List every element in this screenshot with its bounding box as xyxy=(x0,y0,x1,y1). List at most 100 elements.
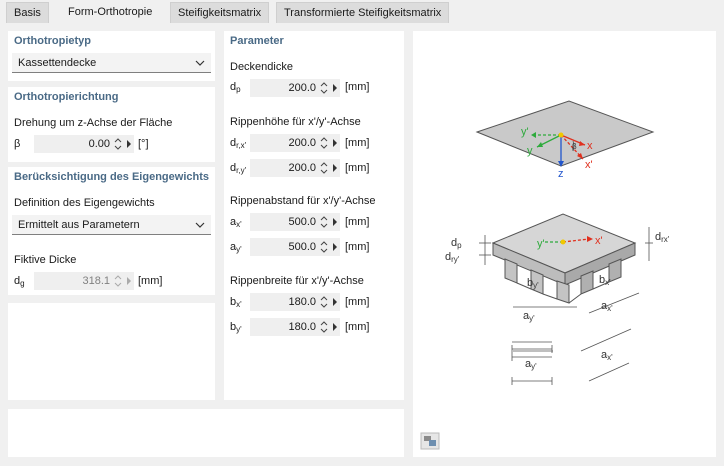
ax-dim-label-2: ax' xyxy=(601,349,613,362)
beta-input[interactable]: 0.00 xyxy=(34,135,134,153)
bx-dim-sub: x' xyxy=(605,278,611,287)
spinner-icon xyxy=(114,275,122,287)
bx-unit: [mm] xyxy=(345,296,370,308)
ay-sub-text: y' xyxy=(236,245,242,254)
bx-dim-label: bx' xyxy=(599,274,611,287)
dp-sym-text: d xyxy=(230,81,237,93)
view-options-icon[interactable] xyxy=(420,432,440,450)
ax-dim-sym: a xyxy=(601,300,608,312)
orthotropy-diagram: y' y x x' z β xyxy=(445,100,670,385)
beta-angle-label: β xyxy=(572,142,577,151)
drx-dim-sym: d xyxy=(655,231,661,243)
ay-input[interactable]: 500.0 xyxy=(250,238,340,256)
orthotropierichtung-panel: Orthotropierichtung Drehung um z-Achse d… xyxy=(8,87,215,162)
spinner-icon[interactable] xyxy=(320,136,328,150)
step-right-icon[interactable] xyxy=(332,321,338,333)
ay-dim-sub: y' xyxy=(529,314,535,323)
bx-sub-text: x' xyxy=(236,300,242,309)
step-right-icon[interactable] xyxy=(332,82,338,94)
step-right-icon[interactable] xyxy=(332,216,338,228)
tab-bar: Basis Form-Orthotropie Steifigkeitsmatri… xyxy=(0,0,724,24)
definition-select[interactable]: Ermittelt aus Parametern xyxy=(12,215,211,235)
bx-sym-text: b xyxy=(230,296,237,308)
step-right-icon[interactable] xyxy=(332,296,338,308)
orthotropierichtung-title: Orthotropierichtung xyxy=(14,91,119,103)
drehung-label: Drehung um z-Achse der Fläche xyxy=(14,117,173,129)
bx-dim-sym: b xyxy=(599,274,605,286)
coffered-slab xyxy=(479,213,653,385)
step-right-icon[interactable] xyxy=(332,162,338,174)
dp-symbol: dp xyxy=(230,81,241,94)
spinner-icon[interactable] xyxy=(114,137,122,151)
dp-input[interactable]: 200.0 xyxy=(250,79,340,97)
drx-dim-sub: rx' xyxy=(661,235,670,244)
ay-dim-sym-2: a xyxy=(525,358,532,370)
eigengewicht-panel: Berücksichtigung des Eigengewichts Defin… xyxy=(8,167,215,295)
plate-top-view xyxy=(475,100,655,167)
dry-dim-label: dry' xyxy=(445,251,460,264)
step-right-icon[interactable] xyxy=(332,137,338,149)
rippenbreite-label: Rippenbreite für x'/y'-Achse xyxy=(230,275,364,287)
tab-form-orthotropie[interactable]: Form-Orthotropie xyxy=(60,1,161,24)
ay-symbol: ay' xyxy=(230,241,242,254)
axis-x-label: x xyxy=(587,140,593,152)
bx-symbol: bx' xyxy=(230,296,242,309)
orthotropietyp-select[interactable]: Kassettendecke xyxy=(12,53,211,73)
spinner-icon[interactable] xyxy=(320,215,328,229)
rippenabstand-label: Rippenabstand für x'/y'-Achse xyxy=(230,195,376,207)
beta-symbol: β xyxy=(14,138,21,150)
chevron-down-icon xyxy=(195,222,205,228)
ax-dim-sub: x' xyxy=(607,304,613,313)
drx-input[interactable]: 200.0 xyxy=(250,134,340,152)
dry-symbol: dr,y' xyxy=(230,162,246,175)
dry-dim-sym: d xyxy=(445,251,451,263)
drx-sub-text: r,x' xyxy=(236,141,247,150)
tab-steifigkeitsmatrix[interactable]: Steifigkeitsmatrix xyxy=(170,2,270,23)
ay-dim-label: ay' xyxy=(523,310,535,323)
by-unit: [mm] xyxy=(345,321,370,333)
dp-unit: [mm] xyxy=(345,81,370,93)
spinner-icon[interactable] xyxy=(320,81,328,95)
ax-input[interactable]: 500.0 xyxy=(250,213,340,231)
beta-unit: [°] xyxy=(138,138,149,150)
fiktive-dicke-label: Fiktive Dicke xyxy=(14,254,77,266)
dg-input[interactable]: 318.1 xyxy=(34,272,134,290)
by-symbol: by' xyxy=(230,321,242,334)
by-sym-text: b xyxy=(230,321,237,333)
chevron-down-icon xyxy=(195,60,205,66)
step-right-icon[interactable] xyxy=(126,138,132,150)
dg-symbol: dg xyxy=(14,275,25,288)
dry-input[interactable]: 200.0 xyxy=(250,159,340,177)
step-right-icon xyxy=(127,277,131,285)
dry-sub-text: r,y' xyxy=(236,166,247,175)
tab-transformierte-steifigkeitsmatrix[interactable]: Transformierte Steifigkeitsmatrix xyxy=(276,2,450,23)
ay-unit: [mm] xyxy=(345,241,370,253)
spinner-icon[interactable] xyxy=(320,161,328,175)
axis-z-label: z xyxy=(558,168,564,180)
by-input[interactable]: 180.0 xyxy=(250,318,340,336)
ay-dim-label-2: ay' xyxy=(525,358,537,371)
ay-sym-text: a xyxy=(230,241,237,253)
spinner-icon[interactable] xyxy=(320,320,328,334)
ay-dim-sub-2: y' xyxy=(531,362,537,371)
axis-x-prime-label: x' xyxy=(585,159,593,171)
ax-unit: [mm] xyxy=(345,216,370,228)
by-dim-sym: b xyxy=(527,277,533,289)
deckendicke-label: Deckendicke xyxy=(230,61,293,73)
ax-sub-text: x' xyxy=(236,220,242,229)
spinner-icon[interactable] xyxy=(320,295,328,309)
tab-basis[interactable]: Basis xyxy=(6,2,49,23)
ax-symbol: ax' xyxy=(230,216,242,229)
parameter-title: Parameter xyxy=(230,35,284,47)
by-dim-sub: y' xyxy=(533,281,539,290)
spinner-icon[interactable] xyxy=(320,240,328,254)
bx-input[interactable]: 180.0 xyxy=(250,293,340,311)
axis-y-label: y xyxy=(527,145,533,157)
drx-unit: [mm] xyxy=(345,137,370,149)
empty-panel xyxy=(8,303,215,400)
step-right-icon[interactable] xyxy=(332,241,338,253)
by-sub-text: y' xyxy=(236,325,242,334)
drx-dim-label: drx' xyxy=(655,231,670,244)
drx-sym-text: d xyxy=(230,137,237,149)
orthotropietyp-title: Orthotropietyp xyxy=(14,35,91,47)
